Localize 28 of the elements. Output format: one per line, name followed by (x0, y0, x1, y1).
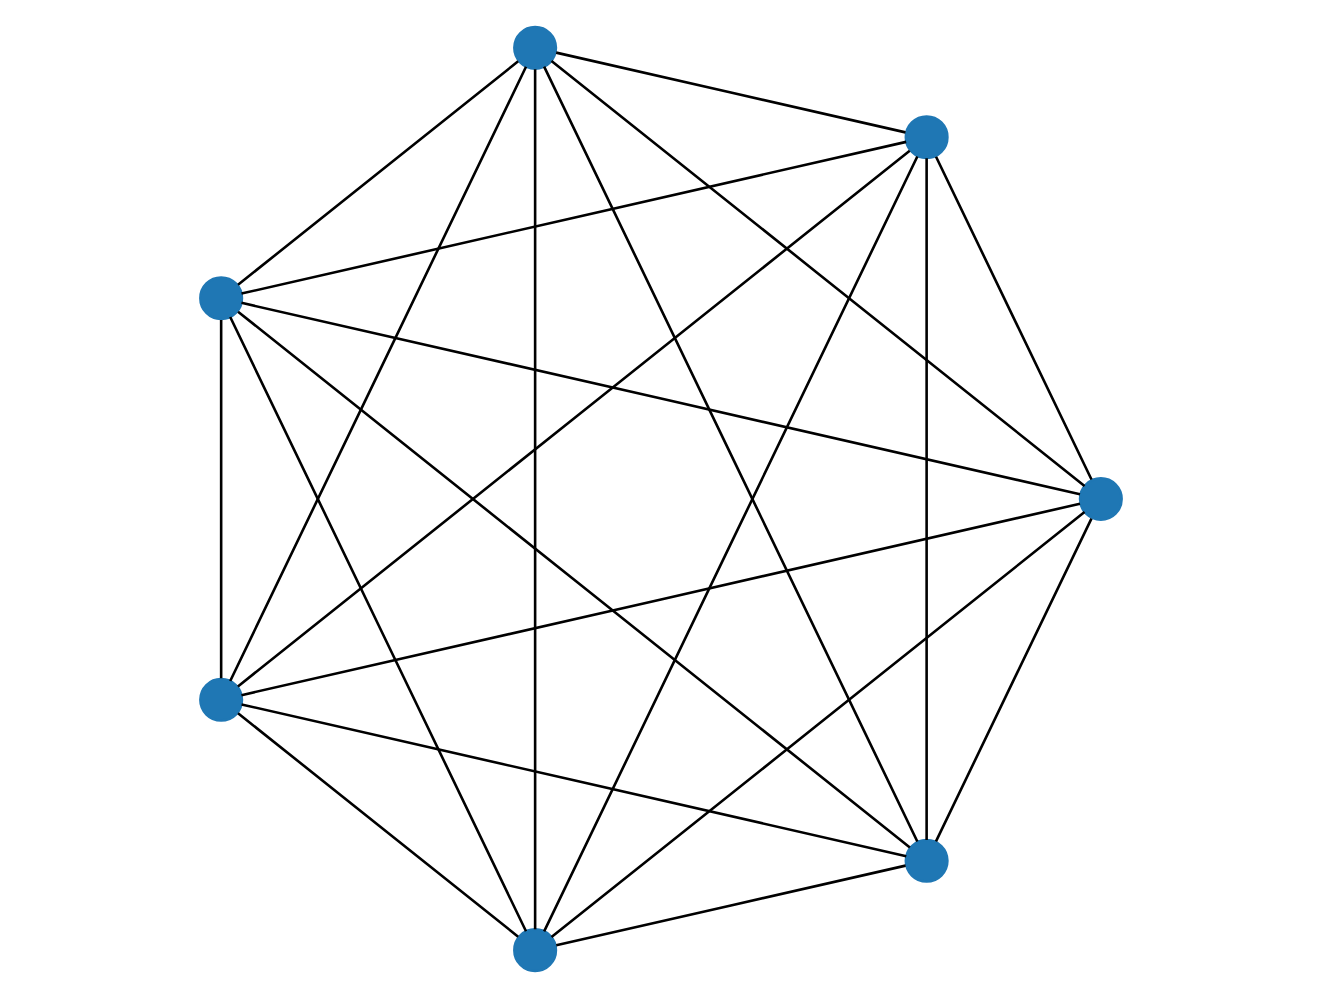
connector (554, 51, 905, 134)
connector (541, 66, 918, 843)
connector (236, 149, 910, 688)
connector (236, 712, 518, 938)
connector (933, 156, 1092, 481)
connector (924, 158, 927, 840)
connector (240, 301, 1080, 496)
connector (218, 319, 222, 679)
connector (228, 316, 527, 932)
connector (228, 66, 527, 682)
connector (240, 703, 906, 858)
connector (236, 60, 518, 286)
node-circle (903, 838, 948, 883)
connector (240, 502, 1080, 697)
connector (554, 864, 905, 947)
node-circle (903, 115, 948, 160)
connector (549, 59, 1085, 487)
node-circle (198, 677, 243, 722)
node-circle (512, 25, 557, 70)
connector (541, 155, 918, 932)
connector (549, 511, 1085, 939)
connector (240, 140, 906, 295)
node-circle (1077, 476, 1122, 522)
connector (933, 518, 1092, 842)
node-circle (512, 928, 557, 973)
node-circle (198, 276, 243, 321)
connector (236, 310, 910, 849)
connector (532, 69, 536, 930)
